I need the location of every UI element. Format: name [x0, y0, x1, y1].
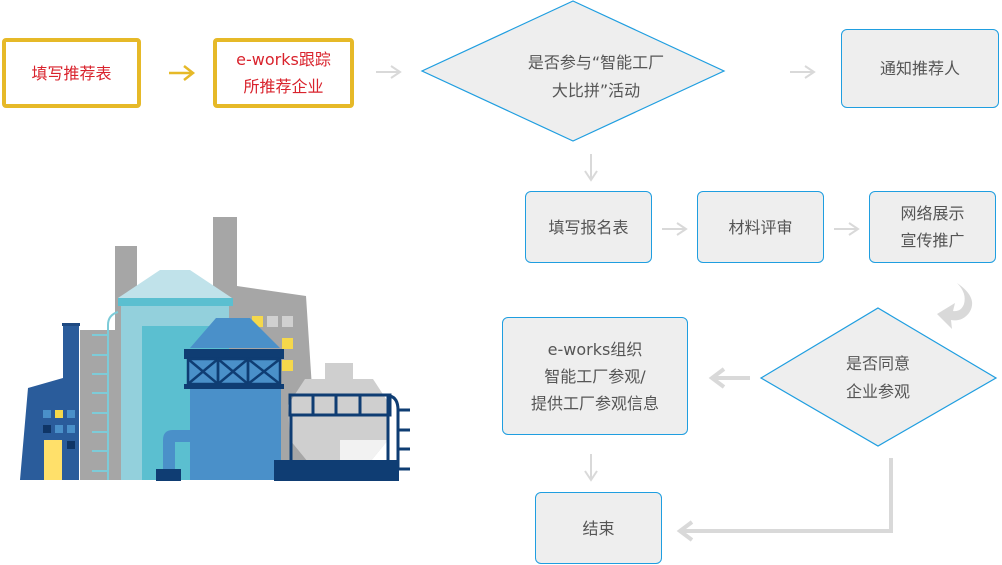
node-label: 填写报名表 — [548, 217, 629, 237]
node-organize-visit[interactable]: e-works组织 智能工厂参观/ 提供工厂参观信息 — [502, 317, 688, 435]
decision-visit-label: 是否同意 企业参观 — [845, 354, 911, 401]
sphere-tank — [274, 363, 410, 481]
arrow-register-to-review — [662, 222, 688, 236]
decision-visit-shape[interactable] — [759, 307, 998, 447]
arrow-organize-to-end — [584, 454, 598, 482]
node-end[interactable]: 结束 — [535, 492, 662, 564]
node-track-enterprise[interactable]: e-works跟踪 所推荐企业 — [213, 38, 354, 108]
arrow-visit-to-end — [676, 458, 893, 542]
node-label: e-works跟踪 所推荐企业 — [236, 50, 331, 96]
node-material-review[interactable]: 材料评审 — [697, 191, 824, 263]
arrow-review-to-promote — [834, 222, 860, 236]
node-fill-registration[interactable]: 填写报名表 — [525, 191, 652, 263]
arrow-track-to-decision — [376, 65, 402, 79]
ladder — [92, 311, 119, 480]
left-blue-building — [20, 323, 80, 480]
decision-join-label: 是否参与“智能工厂 大比拼”活动 — [527, 53, 665, 100]
arrow-fillform-to-track — [169, 65, 196, 81]
node-label: e-works组织 智能工厂参观/ 提供工厂参观信息 — [530, 339, 659, 413]
blue-tank — [156, 318, 284, 481]
node-online-promotion[interactable]: 网络展示 宣传推广 — [869, 191, 996, 263]
node-label: 材料评审 — [728, 217, 793, 237]
node-label: 网络展示 宣传推广 — [900, 204, 965, 250]
node-fill-recommendation-form[interactable]: 填写推荐表 — [2, 38, 141, 108]
node-label: 填写推荐表 — [31, 63, 112, 83]
node-notify-recommender[interactable]: 通知推荐人 — [841, 29, 999, 108]
node-label: 结束 — [582, 518, 615, 538]
back-windows — [252, 316, 293, 371]
arrow-decision-to-notify — [790, 65, 816, 79]
node-label: 通知推荐人 — [879, 59, 960, 78]
curved-arrow-promote-to-visit — [937, 283, 973, 329]
decision-join-shape[interactable] — [420, 0, 726, 142]
arrow-decision-to-register — [584, 154, 598, 182]
arrow-visit-to-organize — [708, 367, 750, 389]
